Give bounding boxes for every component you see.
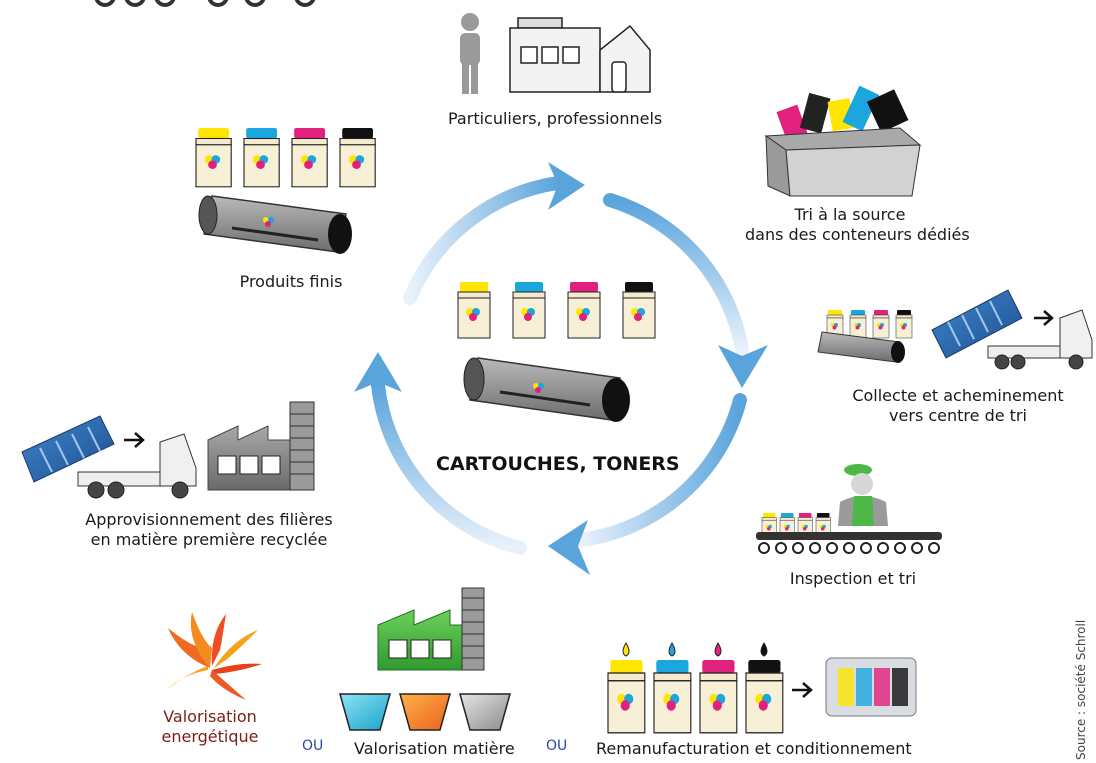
toner-icon xyxy=(463,357,630,422)
blister-pack-icon xyxy=(825,657,917,717)
cycle-arrow-bottom xyxy=(573,393,747,547)
label-tri-line2: dans des conteneurs dédiés xyxy=(745,225,970,244)
connector-ou-2: OU xyxy=(546,738,568,754)
label-remanufacturation: Remanufacturation et conditionnement xyxy=(596,739,912,758)
truck-icon-left xyxy=(21,415,197,499)
finished-products xyxy=(195,127,376,254)
arrow-head-left xyxy=(354,352,402,392)
arrow-head-top xyxy=(548,162,585,210)
ink-drop-icon xyxy=(714,642,722,657)
hopper-icon xyxy=(339,693,511,731)
label-collecte: Collecte et acheminement vers centre de … xyxy=(838,386,1078,426)
center-cartridges xyxy=(457,281,656,422)
label-approvisionnement: Approvisionnement des filières en matièr… xyxy=(64,510,354,550)
collect-cartridges xyxy=(817,309,913,363)
label-produits-finis: Produits finis xyxy=(239,272,343,291)
flame-icon xyxy=(166,612,262,700)
label-approvisionnement-line2: en matière première recyclée xyxy=(90,530,328,549)
label-particuliers: Particuliers, professionnels xyxy=(448,109,663,128)
cartridge-icon xyxy=(457,281,491,339)
toner-icon xyxy=(198,195,352,254)
arrow-right-icon xyxy=(792,682,813,698)
container-icon xyxy=(931,289,1023,359)
center-title: CARTOUCHES, TONERS xyxy=(436,453,680,475)
label-collecte-line2: vers centre de tri xyxy=(889,406,1027,425)
cycle-arrow-left xyxy=(371,378,527,555)
label-inspection: Inspection et tri xyxy=(789,569,917,588)
chimney-icon xyxy=(289,401,315,491)
label-tri-line1: Tri à la source xyxy=(794,205,906,224)
connector-ou-1: OU xyxy=(302,738,324,754)
chimney-icon xyxy=(461,587,485,671)
arrow-head-bottom xyxy=(548,520,590,575)
label-valorisation-energetique: Valorisation energétique xyxy=(155,707,265,747)
ink-drop-icon xyxy=(760,642,768,657)
cycle-arrow-top-right xyxy=(403,176,565,305)
label-valorisation-energetique-line1: Valorisation xyxy=(163,707,257,726)
container-icon xyxy=(21,415,115,483)
building-icon xyxy=(509,17,651,93)
cartridge-icon xyxy=(512,281,546,339)
source-credit: Source : société Schroll xyxy=(1074,619,1088,760)
person-icon xyxy=(460,13,480,94)
cycle-arrow-right xyxy=(603,193,749,357)
factory-icon xyxy=(377,587,485,671)
label-valorisation-energetique-line2: energétique xyxy=(161,727,259,746)
remanufacturing-group xyxy=(607,642,917,734)
factory-icon-gray xyxy=(207,401,315,491)
conveyor-icon xyxy=(756,512,942,554)
header-fragment xyxy=(94,0,316,7)
label-tri: Tri à la source dans des conteneurs dédi… xyxy=(745,205,970,245)
arrow-right-icon xyxy=(1034,310,1054,326)
arrow-right-icon xyxy=(124,432,145,448)
arrow-head-right xyxy=(718,345,768,388)
cartridge-icon xyxy=(567,281,601,339)
cartridge-icon xyxy=(622,281,656,339)
ink-drop-icon xyxy=(668,642,676,657)
bin-icon xyxy=(764,85,922,197)
label-valorisation-matiere: Valorisation matière xyxy=(354,739,515,758)
worker-icon xyxy=(838,464,888,526)
label-collecte-line1: Collecte et acheminement xyxy=(852,386,1064,405)
cycle-arrows xyxy=(354,162,768,575)
label-approvisionnement-line1: Approvisionnement des filières xyxy=(85,510,333,529)
ink-drop-icon xyxy=(622,642,630,657)
truck-icon xyxy=(931,289,1093,370)
